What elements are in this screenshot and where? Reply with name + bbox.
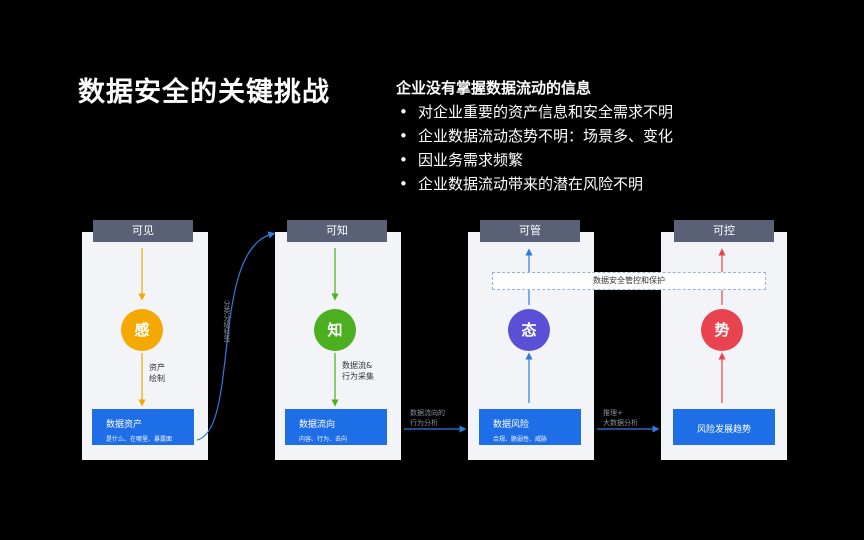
side-label-line: 绘制 — [149, 374, 165, 383]
box-title: 数据资产 — [106, 420, 143, 430]
box-subtitle: 内容、行为、去向 — [299, 436, 348, 443]
connector-label-analysis: 推理+ 大数据分析 — [603, 408, 638, 428]
challenge-info: 企业没有掌握数据流动的信息 对企业重要的资产信息和安全需求不明 企业数据流动态势… — [396, 76, 726, 196]
connector-label-line: 数据流向的 — [410, 409, 445, 417]
info-bullet: 对企业重要的资产信息和安全需求不明 — [396, 100, 726, 124]
side-label-asset: 资产 绘制 — [149, 362, 165, 384]
info-bullet: 企业数据流动态势不明：场景多、变化 — [396, 124, 726, 148]
box-data-asset: 数据资产 是什么、在哪里、暴露面 — [92, 409, 194, 445]
box-title: 风险发展趋势 — [696, 425, 751, 435]
side-label-line: 资产 — [149, 363, 165, 372]
info-heading: 企业没有掌握数据流动的信息 — [396, 79, 592, 97]
stage-header-controllable: 可控 — [674, 220, 774, 242]
box-title: 数据流向 — [299, 420, 336, 430]
circle-trend: 势 — [701, 309, 743, 351]
box-subtitle: 合规、脆弱性、威胁 — [493, 436, 548, 443]
box-subtitle: 是什么、在哪里、暴露面 — [106, 436, 173, 443]
stage-header-knowable: 可知 — [287, 220, 387, 242]
info-bullet-list: 对企业重要的资产信息和安全需求不明 企业数据流动态势不明：场景多、变化 因业务需… — [396, 100, 726, 196]
circle-sense: 感 — [121, 309, 163, 351]
info-bullet: 企业数据流动带来的潜在风险不明 — [396, 172, 726, 196]
box-data-flow: 数据流向 内容、行为、去向 — [285, 409, 387, 445]
box-title: 数据风险 — [493, 420, 530, 430]
connector-curve-1 — [196, 231, 276, 441]
stage-header-manageable: 可管 — [480, 220, 580, 242]
info-bullet: 因业务需求频繁 — [396, 148, 726, 172]
connector-label-line: 推理+ — [603, 409, 623, 417]
circle-know: 知 — [314, 309, 356, 351]
circle-state: 态 — [508, 309, 550, 351]
side-label-line: 数据流& — [342, 361, 373, 370]
stage-header-visible: 可见 — [93, 220, 193, 242]
box-risk-trend: 风险发展趋势 — [673, 409, 775, 445]
security-control-band: 数据安全管控和保护 — [492, 272, 766, 290]
connector-label-line: 大数据分析 — [603, 419, 638, 427]
page-title: 数据安全的关键挑战 — [78, 77, 330, 108]
side-label-line: 行为采集 — [342, 372, 374, 381]
box-data-risk: 数据风险 合规、脆弱性、威胁 — [479, 409, 581, 445]
connector-label-line: 行为分析 — [410, 419, 438, 427]
side-label-collect: 数据流& 行为采集 — [342, 360, 374, 382]
connector-label-behavior: 数据流向的 行为分析 — [410, 408, 445, 428]
connector-label-classification: 分类分级标签 — [223, 300, 231, 342]
